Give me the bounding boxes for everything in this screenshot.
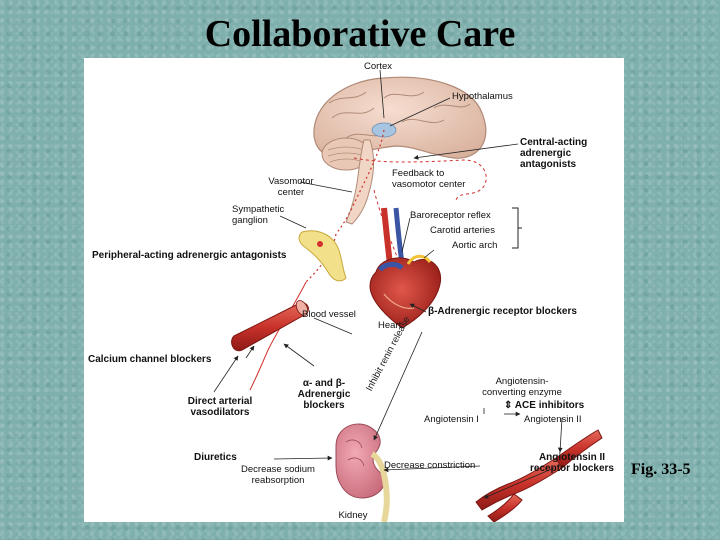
- label-ace-inhibitors: ⇕ ACE inhibitors: [504, 400, 585, 411]
- label-vasomotor-center: Vasomotor center: [268, 176, 314, 198]
- label-kidney: Kidney: [338, 510, 368, 521]
- label-calcium-channel: Calcium channel blockers: [88, 354, 212, 365]
- label-diuretics: Diuretics: [194, 452, 237, 463]
- label-angiotensin-1: Angiotensin I: [424, 414, 479, 425]
- label-peripheral-acting: Peripheral-acting adrenergic antagonists: [92, 250, 287, 261]
- label-central-acting: Central-acting adrenergic antagonists: [520, 137, 588, 170]
- label-feedback: Feedback to vasomotor center: [392, 168, 466, 190]
- label-angiotensin-2: Angiotensin II: [524, 414, 582, 425]
- label-arb: Angiotensin II receptor blockers: [530, 452, 614, 474]
- diagram-illustration: [213, 69, 603, 522]
- slide-title: Collaborative Care: [204, 13, 516, 55]
- label-sympathetic-ganglion: Sympathetic ganglion: [232, 204, 285, 226]
- bifurcating-vessel-illustration: [475, 429, 603, 522]
- label-cortex: Cortex: [364, 61, 392, 72]
- label-direct-arterial: Direct arterial vasodilators: [187, 396, 253, 418]
- kidney-illustration: [335, 423, 390, 522]
- label-heart: Heart: [378, 320, 402, 331]
- label-alpha-beta-blockers: α- and β- Adrenergic blockers: [297, 378, 351, 411]
- label-ace-enzyme: Angiotensin- converting enzyme: [482, 376, 562, 398]
- diagram-panel: Cortex Hypothalamus Central-acting adren…: [84, 58, 624, 522]
- label-blood-vessel: Blood vessel: [302, 309, 356, 320]
- label-decrease-sodium: Decrease sodium reabsorption: [241, 464, 315, 486]
- brain-illustration: [313, 76, 487, 225]
- label-aortic-arch: Aortic arch: [452, 240, 498, 251]
- label-carotid: Carotid arteries: [430, 225, 495, 236]
- label-decrease-constriction: Decrease constriction: [384, 460, 476, 471]
- label-beta-blockers: β-Adrenergic receptor blockers: [428, 306, 577, 317]
- label-baroreceptor: Baroreceptor reflex: [410, 210, 491, 221]
- blood-vessel-illustration: [231, 300, 309, 352]
- figure-label: Fig. 33-5: [631, 461, 691, 478]
- label-hypothalamus: Hypothalamus: [452, 91, 513, 102]
